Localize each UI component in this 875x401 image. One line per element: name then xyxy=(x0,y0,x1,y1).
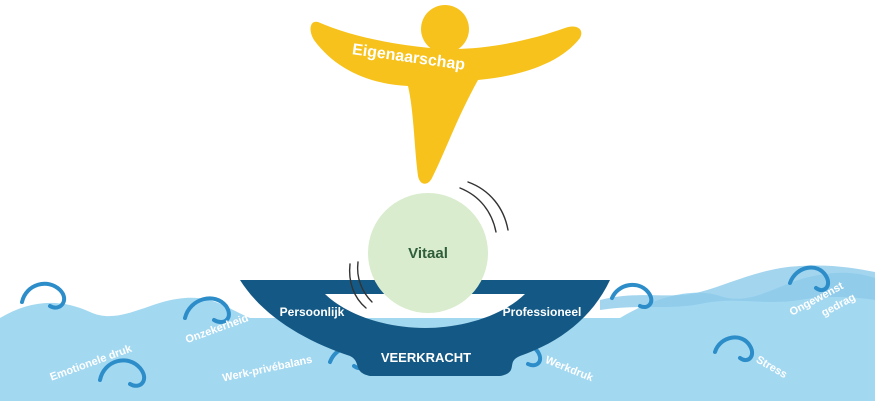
wave-curl-icon xyxy=(788,265,831,293)
wave-curl-icon xyxy=(183,296,231,325)
figure-head xyxy=(421,5,469,53)
wave-curl-icon xyxy=(20,281,67,310)
motion-lines xyxy=(348,181,509,309)
water-back-wave xyxy=(600,265,875,310)
ball-label: Vitaal xyxy=(408,245,448,262)
boat-left-label: Persoonlijk xyxy=(280,305,345,319)
person-figure xyxy=(310,5,582,184)
resilience-boat xyxy=(240,280,610,376)
wave-curl-icon xyxy=(98,358,147,388)
boat-bottom-label: VEERKRACHT xyxy=(381,350,471,365)
boat-right-label: Professioneel xyxy=(503,305,582,319)
wave-curl-icon xyxy=(610,282,654,309)
wave-curl-icon xyxy=(713,335,755,363)
vitality-ball xyxy=(368,193,488,313)
figure-arms xyxy=(310,21,582,184)
